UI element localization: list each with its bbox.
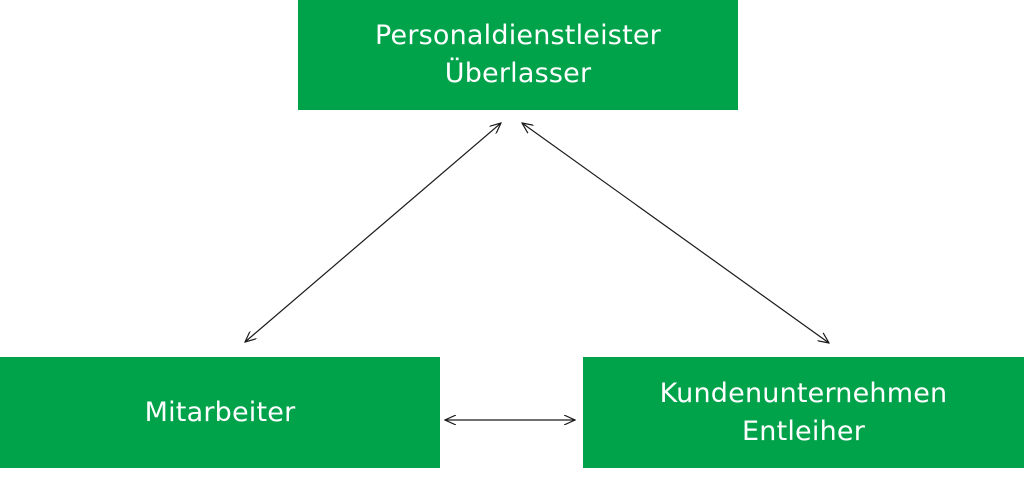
node-right-line1: Kundenunternehmen <box>659 377 948 409</box>
node-mitarbeiter: Mitarbeiter <box>0 357 440 468</box>
node-right-line2: Entleiher <box>742 415 865 447</box>
node-left-line1: Mitarbeiter <box>144 396 296 428</box>
node-personaldienstleister: Personaldienstleister Überlasser <box>298 0 738 110</box>
node-kundenunternehmen: Kundenunternehmen Entleiher <box>583 357 1024 468</box>
arrow-top-left <box>245 123 501 342</box>
arrow-top-right <box>522 123 829 343</box>
node-top-line2: Überlasser <box>444 58 592 89</box>
node-top-line1: Personaldienstleister <box>375 20 661 51</box>
